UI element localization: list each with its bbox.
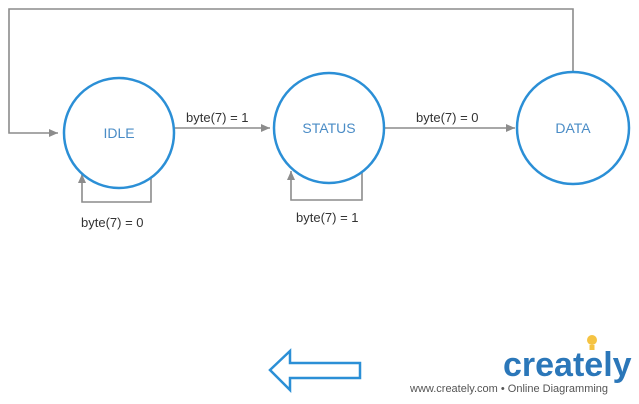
state-data[interactable]: DATA	[515, 70, 631, 186]
left-arrow-icon[interactable]	[268, 348, 362, 394]
lightbulb-icon	[587, 335, 597, 350]
state-idle-label: IDLE	[103, 125, 134, 141]
footer-text: www.creately.com • Online Diagramming	[409, 383, 608, 395]
creately-logo-text: creately	[503, 346, 632, 384]
edge-label-status-self: byte(7) = 1	[296, 210, 359, 225]
edge-status-self-loop	[287, 171, 363, 201]
state-status[interactable]: STATUS	[272, 71, 386, 185]
state-idle[interactable]: IDLE	[62, 76, 176, 190]
edge-label-idle-self: byte(7) = 0	[81, 215, 144, 230]
edge-label-idle-to-status: byte(7) = 1	[186, 110, 249, 125]
edge-data-to-idle	[8, 8, 574, 137]
state-data-label: DATA	[555, 120, 591, 136]
state-status-label: STATUS	[302, 120, 355, 136]
edge-label-status-to-data: byte(7) = 0	[416, 110, 479, 125]
edge-idle-self-loop	[78, 174, 152, 203]
